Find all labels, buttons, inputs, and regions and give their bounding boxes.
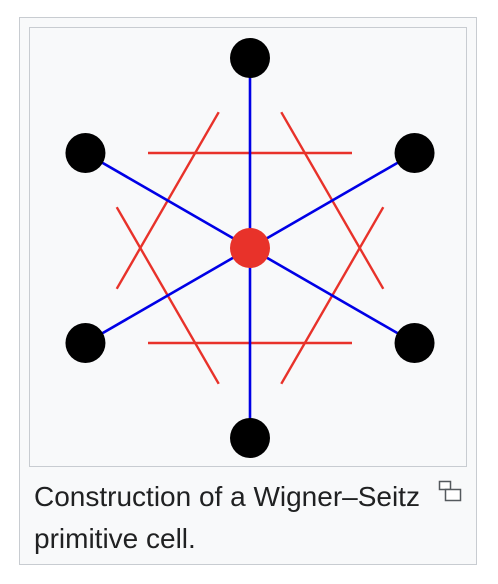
neighbor-lattice-point: [65, 323, 106, 363]
neighbor-lattice-point: [230, 418, 270, 458]
magnify-clip-icon[interactable]: [438, 480, 462, 502]
neighbor-lattice-point: [394, 133, 435, 173]
figure-caption: Construction of a Wigner–Seitz primitive…: [34, 481, 420, 554]
neighbor-lattice-point: [394, 323, 435, 363]
connecting-line: [84, 151, 251, 250]
figure-image[interactable]: [29, 27, 467, 467]
thumbnail-figure: Construction of a Wigner–Seitz primitive…: [19, 17, 477, 565]
neighbor-lattice-point: [230, 38, 270, 78]
connecting-line: [84, 246, 251, 345]
connecting-line: [249, 246, 416, 345]
connecting-line: [249, 151, 416, 250]
neighbor-lattice-point: [65, 133, 106, 173]
wigner-seitz-diagram: [65, 38, 435, 458]
central-lattice-point: [230, 228, 270, 268]
